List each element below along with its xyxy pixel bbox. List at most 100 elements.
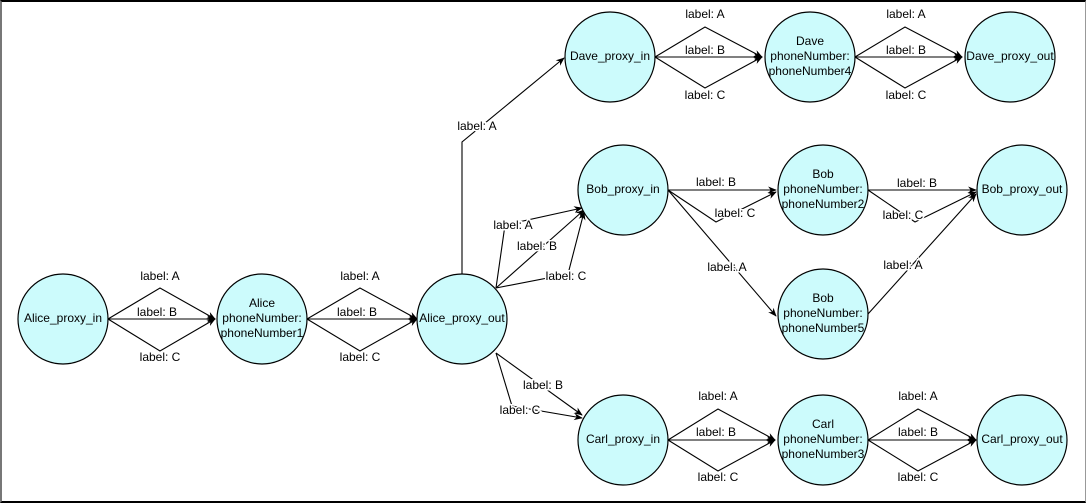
node-alice-out[interactable]: Alice_proxy_out xyxy=(416,273,508,365)
edge-dave_ph-to-dave_out xyxy=(854,26,963,58)
edge-label: label: A xyxy=(898,389,937,403)
edge-dave_ph-to-dave_out xyxy=(854,56,963,89)
node-label: phoneNumber: xyxy=(783,306,862,320)
edge-alice_out-to-bob_in xyxy=(495,209,585,289)
node-label: phoneNumber2 xyxy=(782,197,865,211)
edge-bob_ph2-to-bob_out xyxy=(867,189,977,223)
edge-label: label: C xyxy=(715,206,756,220)
edge-labels-layer: label: A label: B label: C label: A label: B… xyxy=(135,6,940,486)
node-label: phoneNumber1 xyxy=(221,326,304,340)
node-label: Dave xyxy=(796,34,824,48)
node-circle[interactable] xyxy=(777,144,869,236)
edge-alice_out-to-dave_in xyxy=(461,57,565,274)
node-label: Bob_proxy_out xyxy=(982,182,1063,196)
edge-label: label: A xyxy=(493,218,532,232)
nodes-layer: Alice_proxy_in AlicephoneNumber:phoneNumb… xyxy=(17,11,1068,486)
node-circle[interactable] xyxy=(964,11,1056,103)
node-circle[interactable] xyxy=(17,273,109,365)
edge-label: label: C xyxy=(886,88,927,102)
node-label: Carl_proxy_in xyxy=(586,432,660,446)
edge-label: label: A xyxy=(457,119,496,133)
edge-bob_ph5-to-bob_out xyxy=(867,193,977,315)
edge-carl_ph-to-carl_out xyxy=(867,439,977,472)
edge-label: label: B xyxy=(337,305,377,319)
edge-label: label: C xyxy=(500,403,541,417)
edge-alice_out-to-bob_in xyxy=(495,211,586,289)
node-label: phoneNumber3 xyxy=(782,447,865,461)
edge-label: label: C xyxy=(685,88,726,102)
edge-label: label: A xyxy=(140,269,179,283)
edge-alice_in-to-alice_ph xyxy=(107,318,216,352)
edge-label: label: C xyxy=(698,470,739,484)
edge-label: label: B xyxy=(898,425,938,439)
node-circle[interactable] xyxy=(216,273,308,365)
node-circle[interactable] xyxy=(976,394,1068,486)
edge-carl_in-to-carl_ph xyxy=(667,439,776,472)
edge-label: label: B xyxy=(685,43,725,57)
edge-label: label: A xyxy=(340,269,379,283)
edge-label: label: B xyxy=(897,176,937,190)
edge-label: label: B xyxy=(517,239,557,253)
node-label: phoneNumber: xyxy=(783,182,862,196)
edge-alice_out-to-carl_in xyxy=(495,352,583,421)
node-carl-out[interactable]: Carl_proxy_out xyxy=(976,394,1068,486)
node-label: phoneNumber: xyxy=(783,432,862,446)
edge-label: label: C xyxy=(140,350,181,364)
edge-carl_in-to-carl_ph xyxy=(667,408,776,441)
node-carl-in[interactable]: Carl_proxy_in xyxy=(577,394,669,486)
node-circle[interactable] xyxy=(777,394,869,486)
node-label: Bob xyxy=(812,167,834,181)
node-circle[interactable] xyxy=(577,144,669,236)
node-circle[interactable] xyxy=(577,394,669,486)
edge-bob_in-to-bob_ph5 xyxy=(667,189,777,317)
edge-label: label: A xyxy=(698,389,737,403)
edge-alice_out-to-bob_in xyxy=(495,206,583,289)
node-label: Dave_proxy_out xyxy=(966,49,1054,63)
node-circle[interactable] xyxy=(416,273,508,365)
edge-label: label: C xyxy=(546,269,587,283)
edge-label: label: B xyxy=(886,43,926,57)
edge-label: label: B xyxy=(137,305,177,319)
edge-label: label: A xyxy=(685,7,724,21)
edge-label: label: A xyxy=(707,260,746,274)
edge-label: label: C xyxy=(883,208,924,222)
edge-label: label: B xyxy=(696,175,736,189)
edge-label: label: B xyxy=(523,378,563,392)
node-label: Bob_proxy_in xyxy=(586,182,659,196)
edge-alice_out-to-carl_in xyxy=(495,352,583,416)
node-alice-in[interactable]: Alice_proxy_in xyxy=(17,273,109,365)
node-dave-in[interactable]: Dave_proxy_in xyxy=(564,11,656,103)
edge-bob_in-to-bob_ph2 xyxy=(667,189,777,223)
edges-layer xyxy=(107,26,977,472)
edge-alice_ph-to-alice_out xyxy=(306,287,418,320)
node-circle[interactable] xyxy=(976,144,1068,236)
edge-alice_in-to-alice_ph xyxy=(107,287,216,320)
node-circle[interactable] xyxy=(764,11,856,103)
node-bob-in[interactable]: Bob_proxy_in xyxy=(577,144,669,236)
node-label: phoneNumber: xyxy=(770,49,849,63)
edge-alice_ph-to-alice_out xyxy=(306,318,418,352)
node-label: Bob xyxy=(812,291,834,305)
node-label: Carl_proxy_out xyxy=(981,432,1063,446)
edge-label: label: B xyxy=(696,425,736,439)
node-label: Alice_proxy_in xyxy=(24,311,102,325)
node-label: Alice_proxy_out xyxy=(419,311,505,325)
node-label: phoneNumber4 xyxy=(769,64,852,78)
edge-label: label: C xyxy=(340,350,381,364)
node-label: phoneNumber: xyxy=(222,311,301,325)
edge-label: label: C xyxy=(898,470,939,484)
node-label: phoneNumber5 xyxy=(782,321,865,335)
node-circle[interactable] xyxy=(564,11,656,103)
edge-label: label: A xyxy=(883,258,922,272)
edge-label: label: A xyxy=(886,7,925,21)
node-dave-out[interactable]: Dave_proxy_out xyxy=(964,11,1056,103)
node-label: Dave_proxy_in xyxy=(570,49,650,63)
node-bob-out[interactable]: Bob_proxy_out xyxy=(976,144,1068,236)
node-circle[interactable] xyxy=(777,268,869,360)
